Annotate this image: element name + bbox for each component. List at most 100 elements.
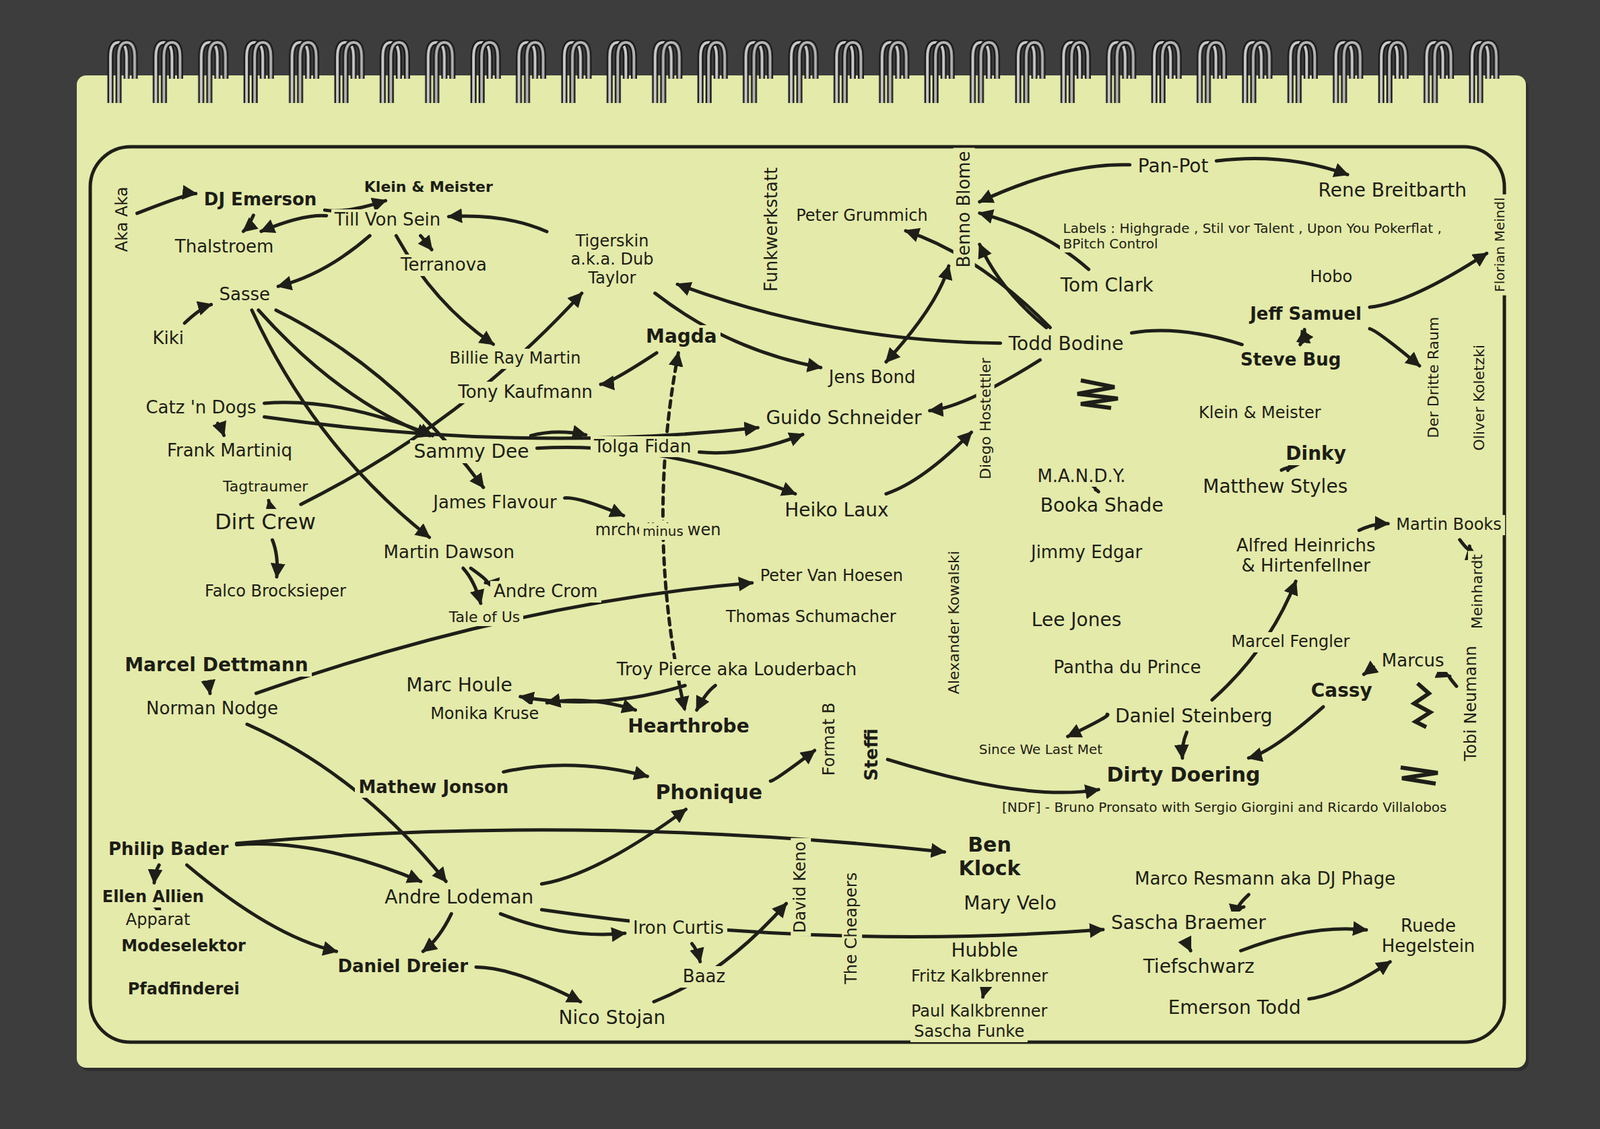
dj-name: Cassy: [1307, 679, 1376, 703]
dj-name: Daniel Dreier: [334, 956, 472, 978]
name-text: Fritz Kalkbrenner: [911, 967, 1048, 987]
connector-arrow: [564, 498, 624, 516]
scribble: [1414, 683, 1431, 728]
connector-arrow: [905, 230, 1050, 328]
dj-name: Hubble: [947, 939, 1021, 963]
name-text: Kiki: [152, 328, 184, 349]
dj-name: Heiko Laux: [781, 498, 892, 522]
connector-arrow: [677, 284, 1001, 343]
name-text: Frank Martiniq: [167, 441, 293, 462]
name-text: Peter Van Hoesen: [760, 567, 904, 586]
connector-arrow: [979, 244, 1047, 328]
dj-name: Baaz: [679, 966, 729, 988]
dj-name: Dinky: [1282, 442, 1350, 466]
connector-arrow: [1095, 489, 1099, 492]
dj-name: Sascha Funke: [910, 1022, 1028, 1043]
name-text: Pantha du Prince: [1053, 657, 1202, 679]
dj-name: Thalstroem: [171, 236, 278, 258]
name-text: Marco Resmann aka DJ Phage: [1134, 869, 1396, 890]
dj-name: Sasse: [216, 284, 275, 306]
name-text: Tolga Fidan: [593, 437, 692, 458]
spiral-binding: [101, 37, 1509, 112]
connector-arrow: [1216, 158, 1348, 175]
dj-name: Florian Meindl: [1491, 193, 1509, 295]
connector-arrow: [696, 685, 716, 710]
dj-name: Jens Bond: [825, 367, 920, 389]
dj-name: Martin Dawson: [380, 542, 518, 564]
connector-arrow: [981, 991, 985, 998]
name-text: Alfred Heinrichs & Hirtenfellner: [1231, 536, 1380, 577]
name-text: M.A.N.D.Y.: [1037, 466, 1126, 487]
name-text: Tom Clark: [1060, 274, 1154, 297]
connector-arrow: [470, 568, 488, 584]
name-text: Hearthrobe: [627, 715, 750, 738]
name-text: Pfadfinderei: [127, 980, 240, 1000]
dj-name: [NDF] - Bruno Pronsato with Sergio Giorg…: [998, 799, 1450, 817]
connector-arrow: [278, 235, 370, 287]
name-text: [NDF] - Bruno Pronsato with Sergio Giorg…: [1002, 800, 1447, 816]
name-text: Marcel Dettmann: [124, 654, 308, 677]
dj-name: Funkwerkstatt: [761, 164, 784, 296]
dj-name: Frank Martiniq: [163, 440, 296, 462]
dj-name: Hobo: [1307, 267, 1357, 288]
name-text: Lee Jones: [1031, 609, 1122, 631]
dj-name: Fritz Kalkbrenner: [907, 967, 1052, 988]
name-text: Sascha Braemer: [1111, 912, 1266, 935]
connector-arrow: [520, 685, 686, 702]
page: [76, 75, 1526, 1069]
dj-name: Marcus: [1378, 650, 1448, 673]
name-text: Dinky: [1285, 443, 1347, 465]
dj-name: Tigerskin a.k.a. Dub Taylor: [551, 231, 673, 289]
connector-arrow: [1449, 676, 1457, 687]
name-text: Martin Books: [1395, 515, 1502, 535]
scribble: [1077, 380, 1118, 409]
dj-name: Norman Nodge: [142, 698, 282, 720]
connector-arrow: [154, 865, 159, 883]
connector-arrow: [886, 265, 949, 362]
name-text: Baaz: [682, 967, 726, 988]
name-text: Florian Meindl: [1492, 197, 1508, 292]
name-text: Sasse: [219, 284, 271, 306]
name-text: Hubble: [950, 940, 1018, 962]
connector-arrow: [1182, 732, 1188, 759]
name-text: Modeselektor: [121, 937, 246, 957]
name-text: Jimmy Edgar: [1030, 542, 1143, 563]
connector-arrow: [503, 765, 648, 777]
name-text: Andre Crom: [493, 581, 598, 603]
dj-name: Falco Brocksieper: [201, 581, 350, 603]
name-text: Dirty Doering: [1106, 763, 1260, 788]
name-text: Heiko Laux: [784, 499, 889, 522]
connector-arrow: [1188, 939, 1191, 951]
name-text: The Cheapers: [842, 872, 862, 984]
name-text: Hobo: [1310, 268, 1353, 287]
connector-arrow: [243, 215, 254, 232]
name-text: Nico Stojan: [558, 1007, 666, 1029]
name-text: Tiefschwarz: [1143, 956, 1255, 978]
dj-name: M.A.N.D.Y.: [1033, 465, 1129, 488]
dj-name: Lee Jones: [1028, 608, 1125, 632]
dj-name: Jeff Samuel: [1246, 303, 1365, 326]
dj-name: Steve Bug: [1237, 349, 1345, 372]
dj-name: Pan-Pot: [1134, 154, 1213, 178]
dj-name: Kiki: [148, 327, 188, 350]
name-text: Ruede Hegelstein: [1374, 916, 1483, 957]
connector-arrow: [1300, 329, 1305, 345]
name-text: Format B: [820, 703, 840, 777]
dj-name: Pantha du Prince: [1050, 657, 1205, 679]
dj-name: Tagtraumer: [219, 477, 312, 496]
dj-name: Modeselektor: [117, 936, 250, 957]
dj-name: Peter Grummich: [792, 206, 932, 227]
name-text: Paul Kalkbrenner: [911, 1002, 1048, 1022]
name-text: Daniel Steinberg: [1115, 705, 1273, 728]
name-text: Der Dritte Raum: [1424, 317, 1442, 439]
dj-name: Ruede Hegelstein: [1371, 915, 1486, 958]
name-text: Norman Nodge: [146, 698, 279, 720]
dj-name: Guido Schneider: [762, 406, 925, 430]
dj-name: Oliver Koletzki: [1470, 341, 1489, 455]
name-text: Tony Kaufmann: [457, 382, 593, 403]
dj-name: Paul Kalkbrenner: [907, 1002, 1052, 1023]
edge-label: minus: [639, 523, 687, 541]
scribble: [1400, 767, 1438, 784]
dj-name: Klein & Meister: [360, 177, 497, 196]
connector-arrow: [1358, 523, 1388, 531]
